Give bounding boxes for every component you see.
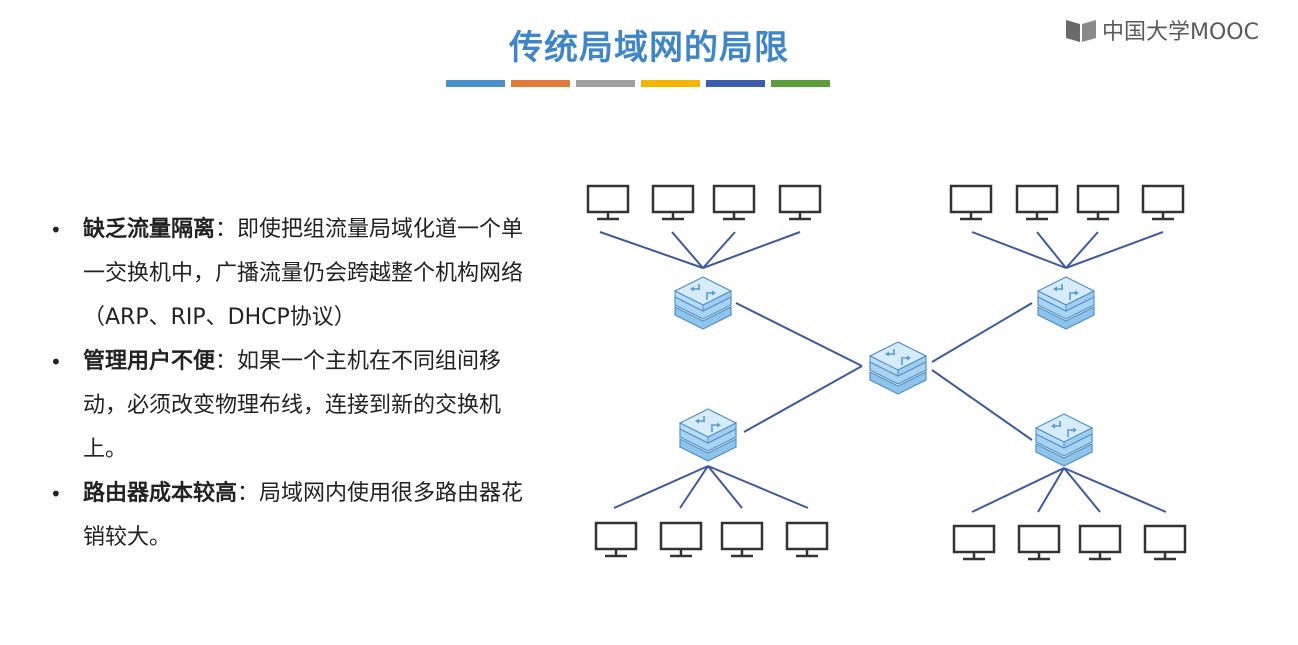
monitor-icon: [651, 184, 695, 221]
monitor-icon: [1017, 524, 1061, 561]
network-link: [931, 302, 1033, 363]
monitor-icon: [1076, 184, 1120, 221]
network-link: [1063, 467, 1101, 513]
switch-icon: [1037, 276, 1095, 330]
logo-text: 中国大学MOOC: [1102, 20, 1259, 45]
bullet-text: 即使把组流量局域化道一个单一交换机中，广播流量仍会跨越整个机构网络（ARP、RI…: [83, 217, 524, 330]
network-link: [599, 231, 704, 269]
color-bar-segment: [641, 80, 700, 87]
bullet-term: 路由器成本较高: [83, 481, 238, 506]
bullet-item: • 路由器成本较高：局域网内使用很多路由器花销较大。: [50, 472, 530, 560]
network-link: [702, 231, 736, 269]
monitor-icon: [594, 521, 638, 558]
network-link: [707, 465, 743, 509]
network-link: [1036, 231, 1067, 269]
switch-icon: [1035, 413, 1093, 467]
network-link: [707, 465, 809, 509]
network-link: [735, 302, 863, 367]
bullet-sep: ：: [237, 481, 260, 506]
switch-icon: [869, 341, 927, 395]
monitor-icon: [712, 184, 756, 221]
network-diagram: [586, 184, 1187, 561]
switch-icon: [674, 276, 732, 330]
bullet-text: 局域网内使用很多路由器花销较大。: [83, 481, 524, 550]
monitor-icon: [586, 184, 630, 221]
bullet-sep: ：: [215, 217, 238, 242]
monitor-icon: [1143, 524, 1187, 561]
mooc-logo-icon: [1066, 20, 1096, 42]
network-link: [1065, 231, 1164, 269]
bullet-sep: ：: [215, 349, 238, 374]
mooc-logo: 中国大学MOOC: [1064, 14, 1259, 46]
bullet-dot: •: [50, 482, 62, 506]
bullet-term: 缺乏流量隔离: [83, 217, 216, 242]
network-link: [613, 465, 709, 509]
bullet-dot: •: [50, 218, 62, 242]
network-link: [671, 231, 704, 269]
monitor-icon: [778, 184, 822, 221]
bullet-dot: •: [50, 350, 62, 374]
network-link: [971, 467, 1065, 513]
monitor-icon: [949, 184, 993, 221]
color-bar-segment: [771, 80, 830, 87]
bullet-item: • 管理用户不便：如果一个主机在不同组间移动，必须改变物理布线，连接到新的交换机…: [50, 340, 530, 472]
bullet-list: • 缺乏流量隔离：即使把组流量局域化道一个单一交换机中，广播流量仍会跨越整个机构…: [50, 208, 530, 560]
monitor-icon: [1078, 524, 1122, 561]
network-link: [1037, 467, 1065, 513]
monitor-icon: [720, 521, 764, 558]
monitor-icon: [1015, 184, 1059, 221]
network-link: [971, 231, 1067, 269]
color-bar-segment: [511, 80, 570, 87]
monitor-icon: [952, 524, 996, 561]
network-link: [702, 231, 801, 269]
network-links: [599, 231, 1167, 513]
network-link: [1065, 231, 1099, 269]
title-color-bar: [446, 80, 830, 87]
monitor-icon: [785, 521, 829, 558]
network-link: [931, 369, 1033, 441]
switch-icon: [679, 408, 737, 462]
bullet-text: 如果一个主机在不同组间移动，必须改变物理布线，连接到新的交换机上。: [83, 349, 502, 462]
network-link: [1063, 467, 1167, 513]
monitor-icon: [1141, 184, 1185, 221]
network-link: [679, 465, 709, 509]
color-bar-segment: [706, 80, 765, 87]
bullet-item: • 缺乏流量隔离：即使把组流量局域化道一个单一交换机中，广播流量仍会跨越整个机构…: [50, 208, 530, 340]
network-link: [743, 365, 863, 433]
monitor-icon: [659, 521, 703, 558]
color-bar-segment: [446, 80, 505, 87]
color-bar-segment: [576, 80, 635, 87]
bullet-term: 管理用户不便: [83, 349, 216, 374]
slide-title: 传统局域网的局限: [509, 28, 789, 68]
